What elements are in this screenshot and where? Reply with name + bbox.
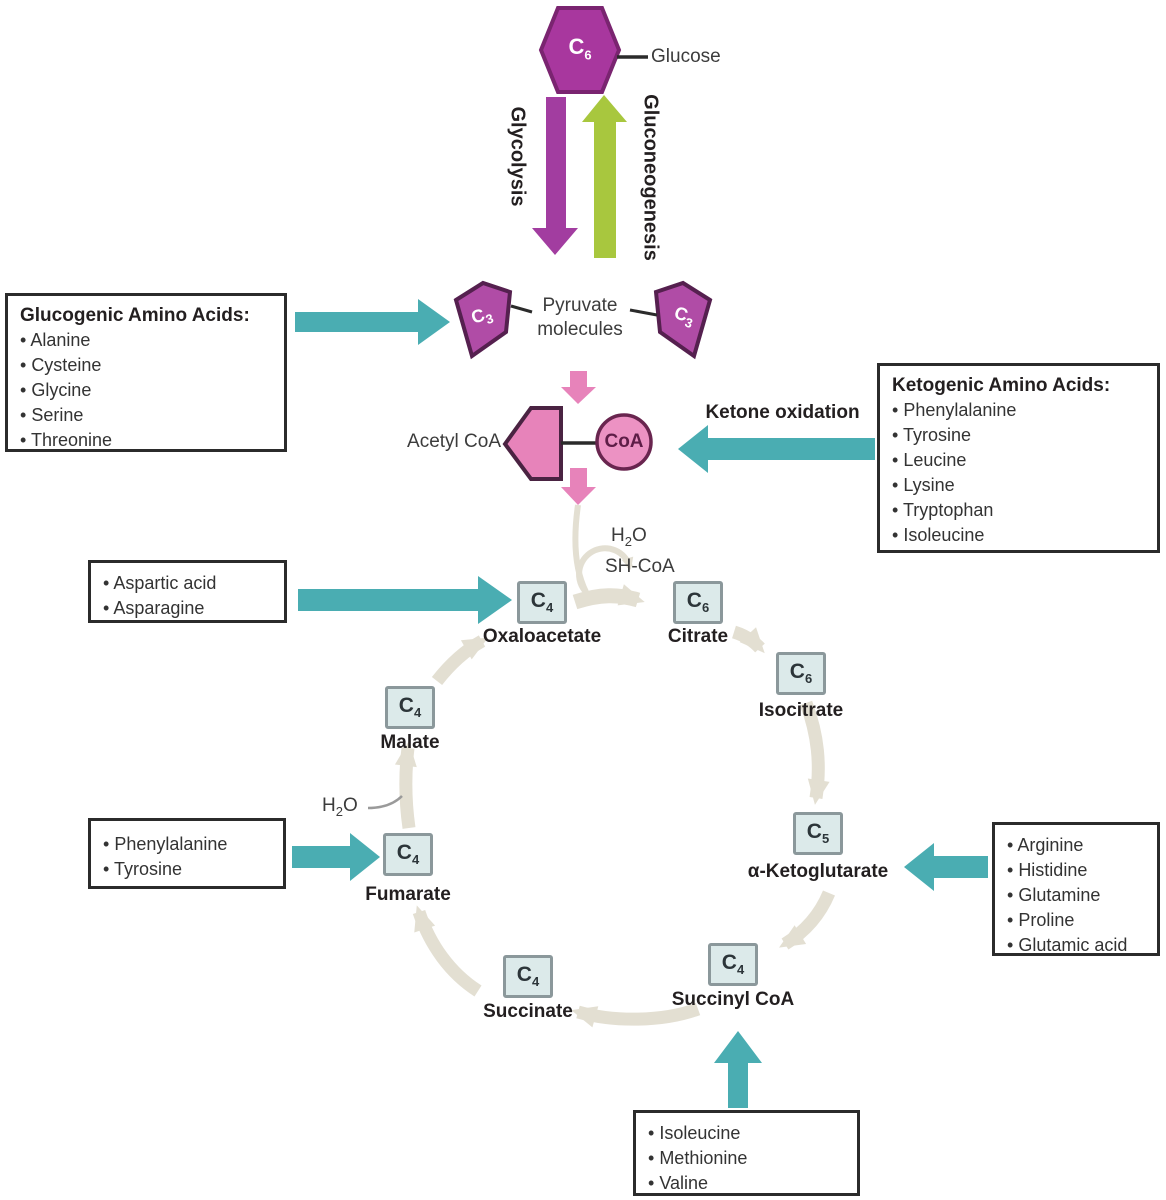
oxaloacetate-inputs-box: Aspartic acid Asparagine [88,560,287,623]
glycolysis-label: Glycolysis [506,106,529,207]
ketone-oxidation-label: Ketone oxidation [705,402,860,423]
glycolysis-arrow [532,97,578,255]
list-item: Glutamic acid [1007,933,1147,958]
pyruvate-label: Pyruvate molecules [537,295,623,340]
glucose-symbol: C6 [568,34,592,63]
list-item: Methionine [648,1146,847,1171]
list-item: Leucine [892,448,1147,473]
coa-label: CoA [604,431,644,452]
metabolite-label-citrate: Citrate [667,626,729,647]
list-item: Phenylalanine [892,398,1147,423]
fumarate-inputs-list: Phenylalanine Tyrosine [103,832,273,882]
fumarate-inputs-box: Phenylalanine Tyrosine [88,818,286,889]
oxaloacetate-inputs-list: Aspartic acid Asparagine [103,571,274,621]
arrow-succinate-fumarate [412,905,482,997]
h2o-left-label: H2O [322,795,358,819]
acetyl-coa-label: Acetyl CoA [407,431,501,452]
succinyl-input-arrow [714,1031,762,1108]
glucogenic-box-title: Glucogenic Amino Acids: [20,305,250,326]
list-item: Tryptophan [892,498,1147,523]
ketogenic-amino-acids-box: Ketogenic Amino Acids: Phenylalanine Tyr… [877,363,1160,553]
ketoglutarate-inputs-list: Arginine Histidine Glutamine Proline Glu… [1007,833,1147,958]
list-item: Phenylalanine [103,832,273,857]
arrow-ketoglutarate-succinyl [779,890,835,950]
metabolite-box-isocitrate: C6 [776,652,826,695]
glucose-label: Glucose [651,46,721,67]
metabolite-label-succinate: Succinate [483,1001,573,1022]
list-item: Alanine [20,328,274,353]
metabolite-label-oxaloacetate: Oxaloacetate [482,626,602,647]
glucogenic-input-arrow [295,299,450,345]
sh-coa-label: SH-CoA [605,556,675,577]
list-item: Threonine [20,428,274,453]
gluconeogenesis-arrow [582,95,627,258]
metabolite-label-succinyl-coa: Succinyl CoA [671,989,795,1010]
fumarate-input-arrow [292,833,380,881]
metabolite-box-malate: C4 [385,686,435,729]
acetyl-pentagon [502,406,563,481]
glucogenic-amino-acids-box: Glucogenic Amino Acids: Alanine Cysteine… [5,293,287,452]
coa-circle [595,413,653,471]
metabolite-label-fumarate: Fumarate [365,884,451,905]
list-item: Tyrosine [103,857,273,882]
arrow-citrate-isocitrate [731,625,765,654]
list-item: Asparagine [103,596,274,621]
metabolite-box-ketoglutarate: C5 [793,812,843,855]
ketogenic-box-list: Phenylalanine Tyrosine Leucine Lysine Tr… [892,398,1147,548]
pyruvate-right-shape [653,280,713,360]
succinyl-inputs-box: Isoleucine Methionine Valine [633,1110,860,1196]
list-item: Arginine [1007,833,1147,858]
ketoglutarate-input-arrow [904,843,988,891]
metabolite-label-ketoglutarate: α-Ketoglutarate [747,861,889,882]
list-item: Tyrosine [892,423,1147,448]
succinyl-inputs-list: Isoleucine Methionine Valine [648,1121,847,1196]
h2o-left-connector [367,795,403,810]
glucose-hexagon [538,6,622,94]
list-item: Proline [1007,908,1147,933]
h2o-top-label: H2O [611,525,647,549]
list-item: Histidine [1007,858,1147,883]
glucogenic-box-list: Alanine Cysteine Glycine Serine Threonin… [20,328,274,453]
ketogenic-box-title: Ketogenic Amino Acids: [892,375,1111,396]
list-item: Glutamine [1007,883,1147,908]
arrow-oxaloacetate-citrate [572,584,645,610]
metabolite-box-succinyl-coa: C4 [708,943,758,986]
pyruvate-left-shape [453,280,513,360]
list-item: Valine [648,1171,847,1196]
ketone-oxidation-arrow [678,425,875,473]
metabolite-label-malate: Malate [380,732,440,753]
gluconeogenesis-label: Gluconeogenesis [639,94,662,261]
list-item: Lysine [892,473,1147,498]
metabolite-label-isocitrate: Isocitrate [758,700,844,721]
arrow-succinyl-succinate [571,1002,701,1028]
list-item: Isoleucine [892,523,1147,548]
metabolite-box-oxaloacetate: C4 [517,581,567,624]
aspartic-input-arrow [298,576,512,624]
list-item: Glycine [20,378,274,403]
pyruvate-to-acetyl-arrow [561,371,596,404]
list-item: Isoleucine [648,1121,847,1146]
metabolite-box-fumarate: C4 [383,833,433,876]
arrow-isocitrate-ketoglutarate [799,700,830,805]
pyruvate-left-connector [510,304,533,314]
acetyl-to-cycle-arrow [561,468,596,505]
metabolite-box-succinate: C4 [503,955,553,998]
arrow-malate-oxaloacetate [431,635,489,686]
list-item: Aspartic acid [103,571,274,596]
metabolite-box-citrate: C6 [673,581,723,624]
ketoglutarate-inputs-box: Arginine Histidine Glutamine Proline Glu… [992,822,1160,956]
coa-release-loop [576,545,634,595]
pyruvate-right-connector [629,308,658,317]
arrow-fumarate-malate [394,741,417,829]
list-item: Serine [20,403,274,428]
list-item: Cysteine [20,353,274,378]
